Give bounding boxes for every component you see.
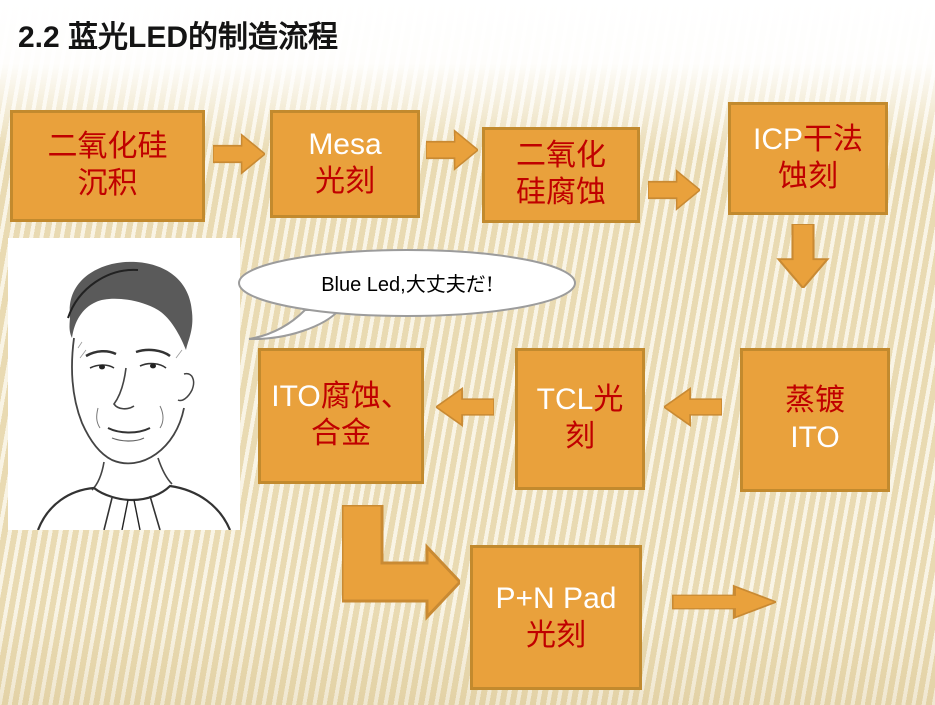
flow-box-line: P+N Pad bbox=[496, 581, 617, 618]
arrow-left-icon bbox=[436, 387, 494, 427]
text-segment: 光刻 bbox=[526, 617, 586, 653]
flow-box-icp-dry-etch: ICP干法 蚀刻 bbox=[728, 102, 888, 215]
flow-box-pn-pad-litho: P+N Pad 光刻 bbox=[470, 545, 642, 690]
flow-box-line: 蚀刻 bbox=[778, 159, 838, 196]
portrait-sketch-drawing bbox=[8, 238, 240, 531]
flow-box-line: 合金 bbox=[311, 416, 371, 453]
flow-box-line: 二氧化硅 bbox=[48, 129, 168, 166]
text-segment: 腐蚀、 bbox=[320, 379, 411, 415]
text-segment: Blue Led, bbox=[321, 274, 406, 296]
flow-box-sio2-deposition: 二氧化硅 沉积 bbox=[10, 110, 205, 222]
arrow-right-icon bbox=[213, 133, 265, 175]
text-segment: 合金 bbox=[311, 416, 371, 451]
arrow-down-icon bbox=[776, 224, 830, 288]
text-segment: ICP bbox=[752, 122, 803, 156]
flow-box-ito-evaporation: 蒸镀 ITO bbox=[740, 348, 890, 492]
flow-box-line: 光刻 bbox=[315, 164, 375, 201]
text-segment: 大丈夫だ! bbox=[405, 272, 494, 296]
text-segment: P+N Pad bbox=[495, 581, 617, 615]
flow-box-line: ICP干法 bbox=[753, 122, 863, 159]
text-segment: 二氧化 bbox=[516, 138, 606, 174]
text-segment: Mesa bbox=[308, 128, 382, 162]
text-segment: 沉积 bbox=[77, 166, 138, 201]
flow-box-line: 沉积 bbox=[78, 166, 138, 203]
flow-box-line: Mesa bbox=[308, 127, 381, 164]
flow-box-line: 光刻 bbox=[526, 618, 586, 655]
text-segment: ITO bbox=[271, 380, 321, 414]
text-segment: 光 bbox=[593, 382, 624, 418]
text-segment: 硅腐蚀 bbox=[516, 175, 606, 210]
flow-box-line: 蒸镀 bbox=[785, 383, 845, 420]
arrow-right-icon bbox=[648, 169, 700, 211]
flow-box-line: TCL光 bbox=[537, 382, 624, 419]
text-segment: 光刻 bbox=[315, 164, 375, 199]
speech-bubble-shape bbox=[238, 249, 576, 341]
page-title: 2.2 蓝光LED的制造流程 bbox=[18, 21, 339, 54]
arrow-left-icon bbox=[664, 387, 722, 427]
flow-box-ito-etch-alloy: ITO腐蚀、 合金 bbox=[258, 348, 424, 484]
speech-bubble-text: Blue Led,大丈夫だ! bbox=[235, 268, 580, 297]
text-segment: 蒸镀 bbox=[785, 383, 845, 419]
flow-box-line: ITO bbox=[790, 420, 839, 457]
flow-box-line: 硅腐蚀 bbox=[516, 175, 606, 212]
flow-box-tcl-litho: TCL光 刻 bbox=[515, 348, 645, 490]
arrow-right-icon bbox=[672, 584, 776, 620]
text-segment: ITO bbox=[790, 421, 840, 454]
flow-box-line: 二氧化 bbox=[516, 138, 606, 175]
flow-box-line: ITO腐蚀、 bbox=[271, 379, 410, 416]
flow-box-sio2-etch: 二氧化 硅腐蚀 bbox=[482, 127, 640, 223]
flow-box-line: 刻 bbox=[565, 419, 595, 456]
arrow-elbow-down-right-icon bbox=[342, 505, 460, 621]
text-segment: 刻 bbox=[565, 419, 595, 454]
text-segment: 干法 bbox=[803, 121, 863, 157]
flow-box-mesa-litho: Mesa 光刻 bbox=[270, 110, 420, 218]
text-segment: 蚀刻 bbox=[778, 158, 838, 194]
arrow-right-icon bbox=[426, 129, 478, 171]
portrait-sketch-image bbox=[8, 238, 240, 531]
text-segment: TCL bbox=[536, 383, 594, 417]
text-segment: 二氧化硅 bbox=[47, 129, 168, 165]
speech-bubble: Blue Led,大丈夫だ! bbox=[235, 248, 580, 343]
